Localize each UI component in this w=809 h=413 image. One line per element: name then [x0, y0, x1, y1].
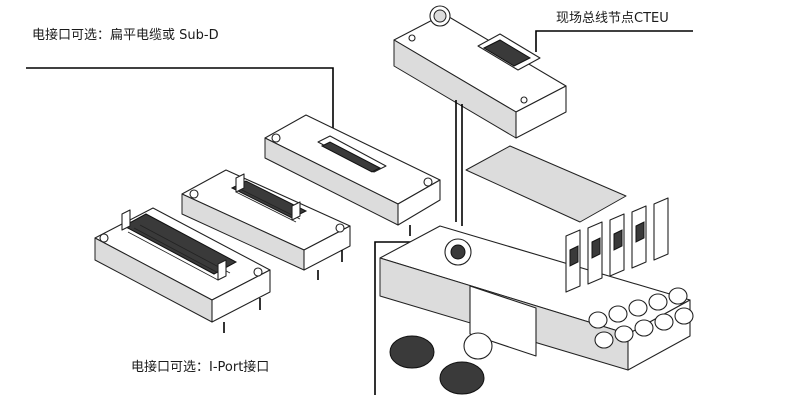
flat-cable-adapter-middle — [181, 169, 351, 280]
solenoid-valves — [565, 197, 669, 293]
sub-d-adapter — [264, 114, 441, 236]
flat-cable-adapter-left — [94, 207, 271, 333]
leader-line-fieldbus-node — [535, 30, 693, 52]
valve-terminal — [379, 145, 694, 395]
leader-line-connector-options — [26, 67, 334, 148]
label-connector-options: 电接口可选：扁平电缆或 Sub-D — [32, 28, 219, 43]
silencers — [389, 332, 493, 395]
pneumatic-fittings — [588, 287, 694, 349]
label-fieldbus-node: 现场总线节点CTEU — [556, 11, 669, 26]
leader-line-iport — [374, 241, 418, 395]
fieldbus-node-cteu — [393, 5, 567, 226]
label-iport-option: 电接口可选：I-Port接口 — [131, 360, 270, 375]
